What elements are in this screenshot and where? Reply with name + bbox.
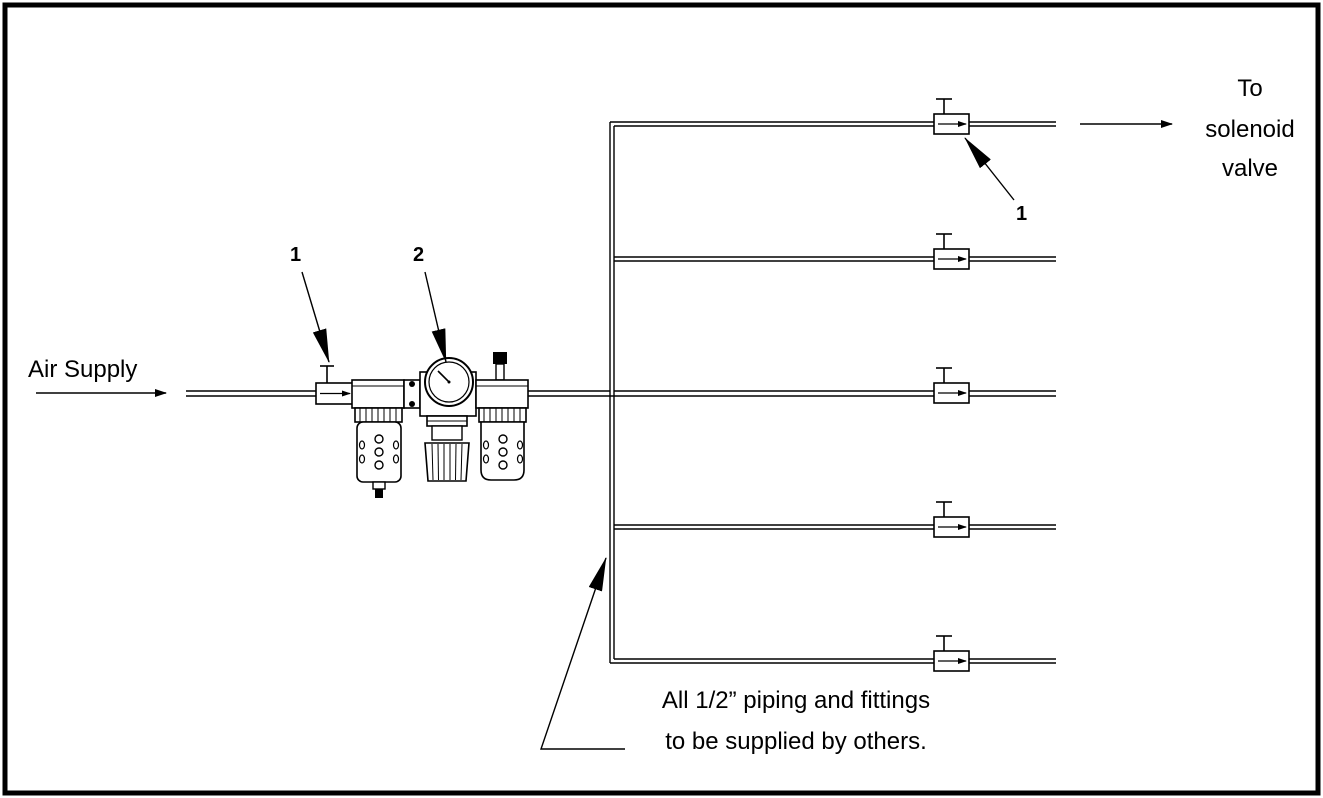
branch-pipe [610,658,1056,664]
branch-pipe [614,524,1056,530]
air-supply-label: Air Supply [28,356,137,383]
pressure-gauge-icon [424,357,474,407]
callout-2-frl: 2 [413,244,424,266]
callout-1-top-leader [964,137,1015,201]
svg-text:To: To [1237,75,1262,102]
branch-shutoff-valve [933,98,970,135]
branch-pipe [610,121,1056,127]
branch-shutoff-valve [933,367,970,404]
frl-unit [351,352,529,498]
branch-shutoff-valve [933,635,970,672]
svg-text:to be supplied by others.: to be supplied by others. [665,728,927,755]
piping-note: All 1/2” piping and fittings to be suppl… [662,687,930,755]
branch-shutoff-valve [933,233,970,270]
manifold-pipe [609,122,615,663]
svg-text:solenoid: solenoid [1205,116,1294,143]
branch-shutoff-valve [933,501,970,538]
filter-body [351,379,405,498]
to-solenoid-label: To solenoid valve [1205,75,1294,182]
branch-pipe [614,390,1056,397]
callout-2-frl-leader [424,271,447,363]
svg-text:All 1/2” piping and fittings: All 1/2” piping and fittings [662,687,930,714]
main-supply-pipe [186,390,614,397]
svg-text:valve: valve [1222,155,1278,182]
callout-1-inlet-leader [301,271,330,363]
callout-1-inlet-valve: 1 [290,244,301,266]
piping-note-leader [540,557,625,750]
branch-pipe [614,256,1056,262]
callout-1-top-valve: 1 [1016,203,1027,225]
lubricator-body [475,352,529,481]
inlet-shutoff-valve [315,365,354,405]
